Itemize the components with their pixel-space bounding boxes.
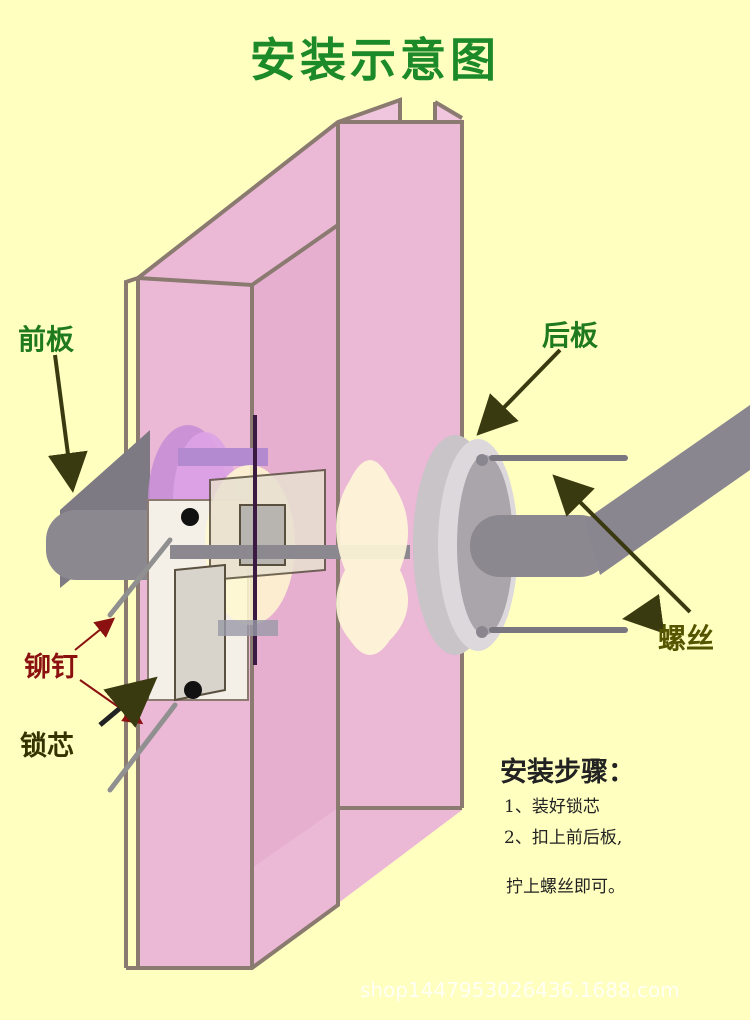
watermark: shop1447953026436.1688.com [360, 978, 680, 1002]
step-item: 1、装好锁芯 [504, 797, 600, 817]
arrow-screw-1 [552, 474, 692, 614]
lock-core-label: 锁芯 [20, 731, 74, 762]
arrow-back-plate [476, 348, 562, 436]
arrow-rivet-1 [74, 617, 116, 651]
back-handle [470, 405, 750, 577]
door-cutout [336, 460, 408, 655]
steps-heading: 安装步骤： [500, 757, 635, 788]
step-item: 2、扣上前后板, [504, 828, 623, 848]
rivet-label: 铆钉 [24, 652, 78, 683]
arrow-lock-core [98, 676, 158, 728]
step-item: 拧上螺丝即可。 [506, 877, 625, 897]
back-plate [413, 435, 518, 655]
front-plate-label: 前板 [18, 323, 75, 356]
rivets [107, 537, 178, 793]
arrow-screw-2 [622, 593, 665, 634]
screws [489, 455, 628, 633]
page-title: 安装示意图 [250, 33, 500, 87]
arrow-front-plate [48, 354, 88, 493]
back-plate-label: 后板 [542, 319, 599, 352]
screw-label: 螺丝 [658, 622, 715, 655]
